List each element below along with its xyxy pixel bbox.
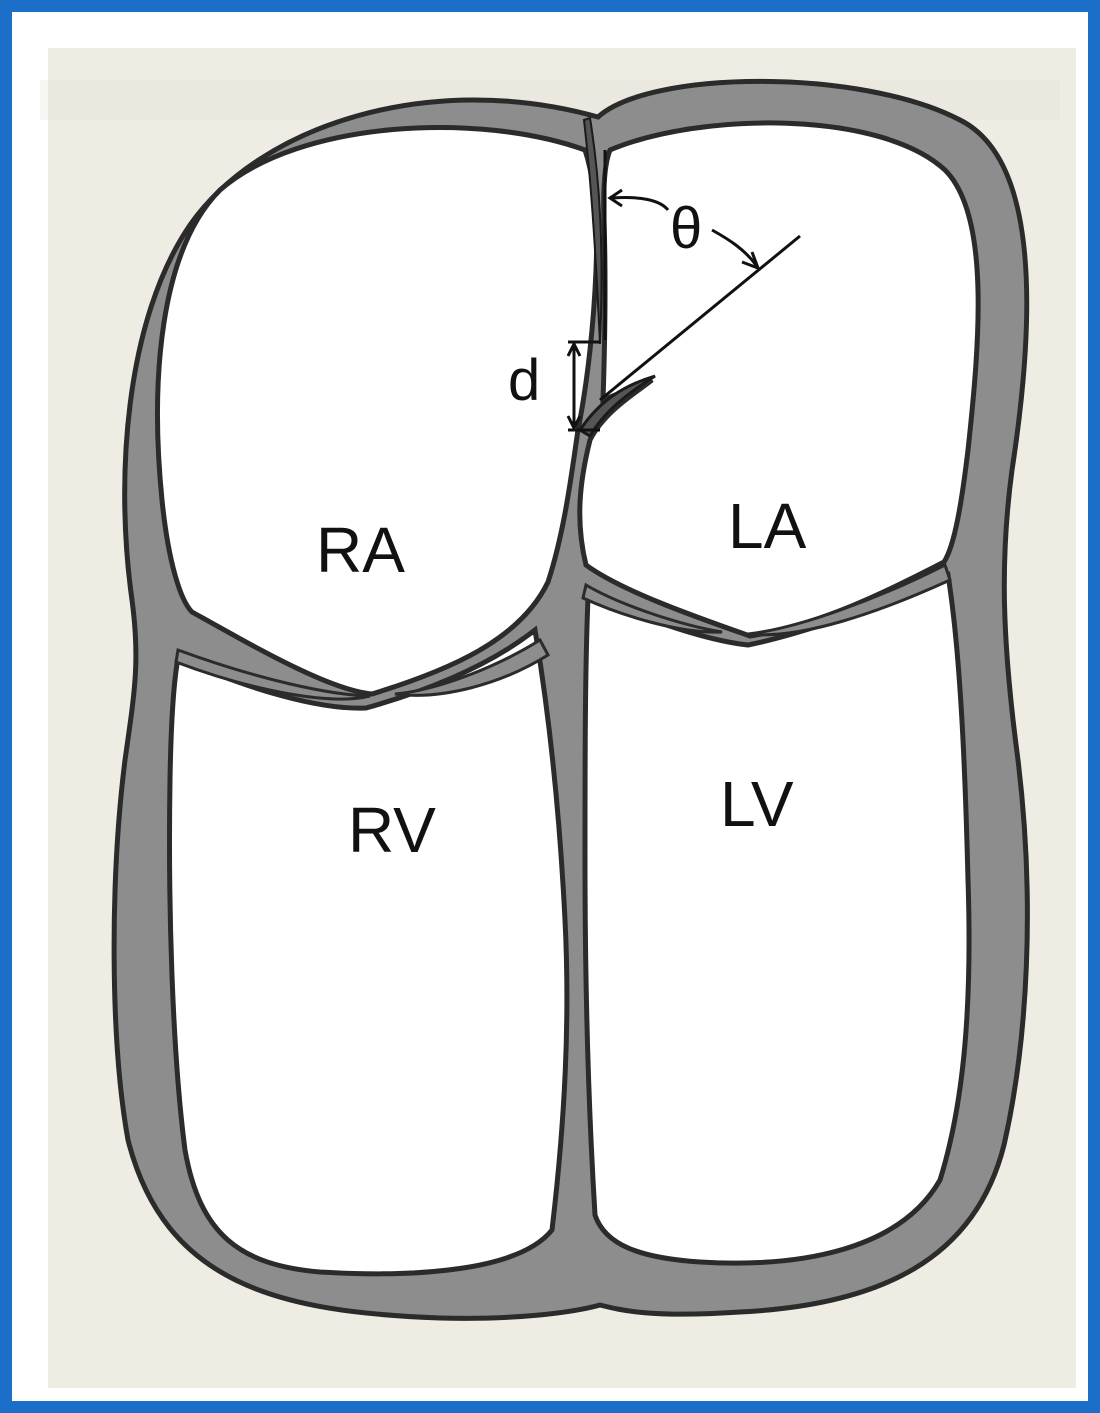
foramen-ovale-flap — [577, 374, 656, 439]
left-ventricle-cavity — [582, 571, 972, 1266]
mitral-leaflet-septal — [581, 582, 723, 634]
tricuspid-leaflet-septal — [394, 637, 550, 697]
left-atrium-label: LA — [728, 490, 807, 562]
right-atrium-label: RA — [316, 514, 405, 586]
right-ventricle-label: RV — [348, 794, 436, 866]
right-atrium-cavity — [155, 125, 600, 697]
angle-label: θ — [670, 196, 702, 261]
angle-measure — [599, 150, 801, 402]
left-ventricle-label: LV — [720, 768, 794, 840]
diameter-label: d — [508, 348, 540, 413]
right-ventricle-cavity — [167, 625, 570, 1277]
tricuspid-leaflet — [174, 647, 371, 701]
left-atrium-cavity — [577, 120, 981, 639]
mitral-leaflet — [747, 562, 952, 637]
diameter-measure — [566, 340, 600, 432]
septum-secundum-tip — [582, 116, 603, 345]
